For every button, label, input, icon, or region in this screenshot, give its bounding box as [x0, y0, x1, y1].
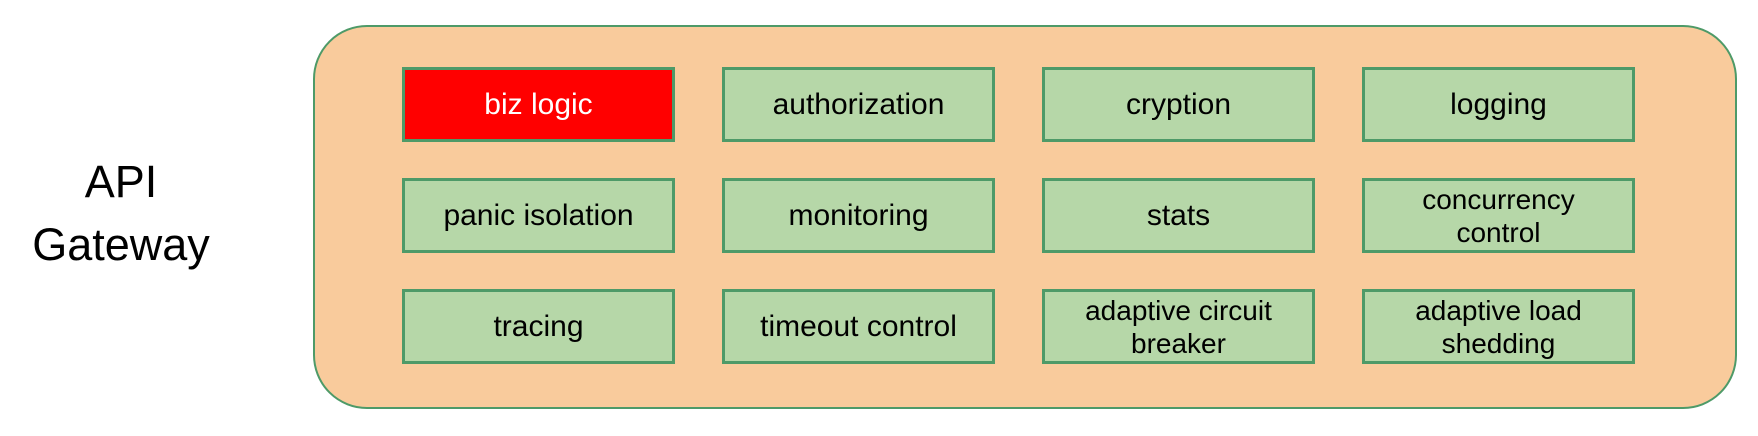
feature-grid: biz logic authorization cryption logging…	[402, 67, 1635, 364]
cell-tracing: tracing	[402, 289, 675, 364]
api-gateway-container: biz logic authorization cryption logging…	[313, 25, 1737, 409]
cell-monitoring: monitoring	[722, 178, 995, 253]
cell-stats: stats	[1042, 178, 1315, 253]
cell-adaptive-circuit-breaker: adaptive circuit breaker	[1042, 289, 1315, 364]
cell-timeout-control: timeout control	[722, 289, 995, 364]
cell-concurrency-control: concurrency control	[1362, 178, 1635, 253]
cell-cryption: cryption	[1042, 67, 1315, 142]
cell-adaptive-load-shedding: adaptive load shedding	[1362, 289, 1635, 364]
api-gateway-label: API Gateway	[32, 156, 210, 270]
cell-panic-isolation: panic isolation	[402, 178, 675, 253]
cell-logging: logging	[1362, 67, 1635, 142]
cell-authorization: authorization	[722, 67, 995, 142]
cell-biz-logic: biz logic	[402, 67, 675, 142]
